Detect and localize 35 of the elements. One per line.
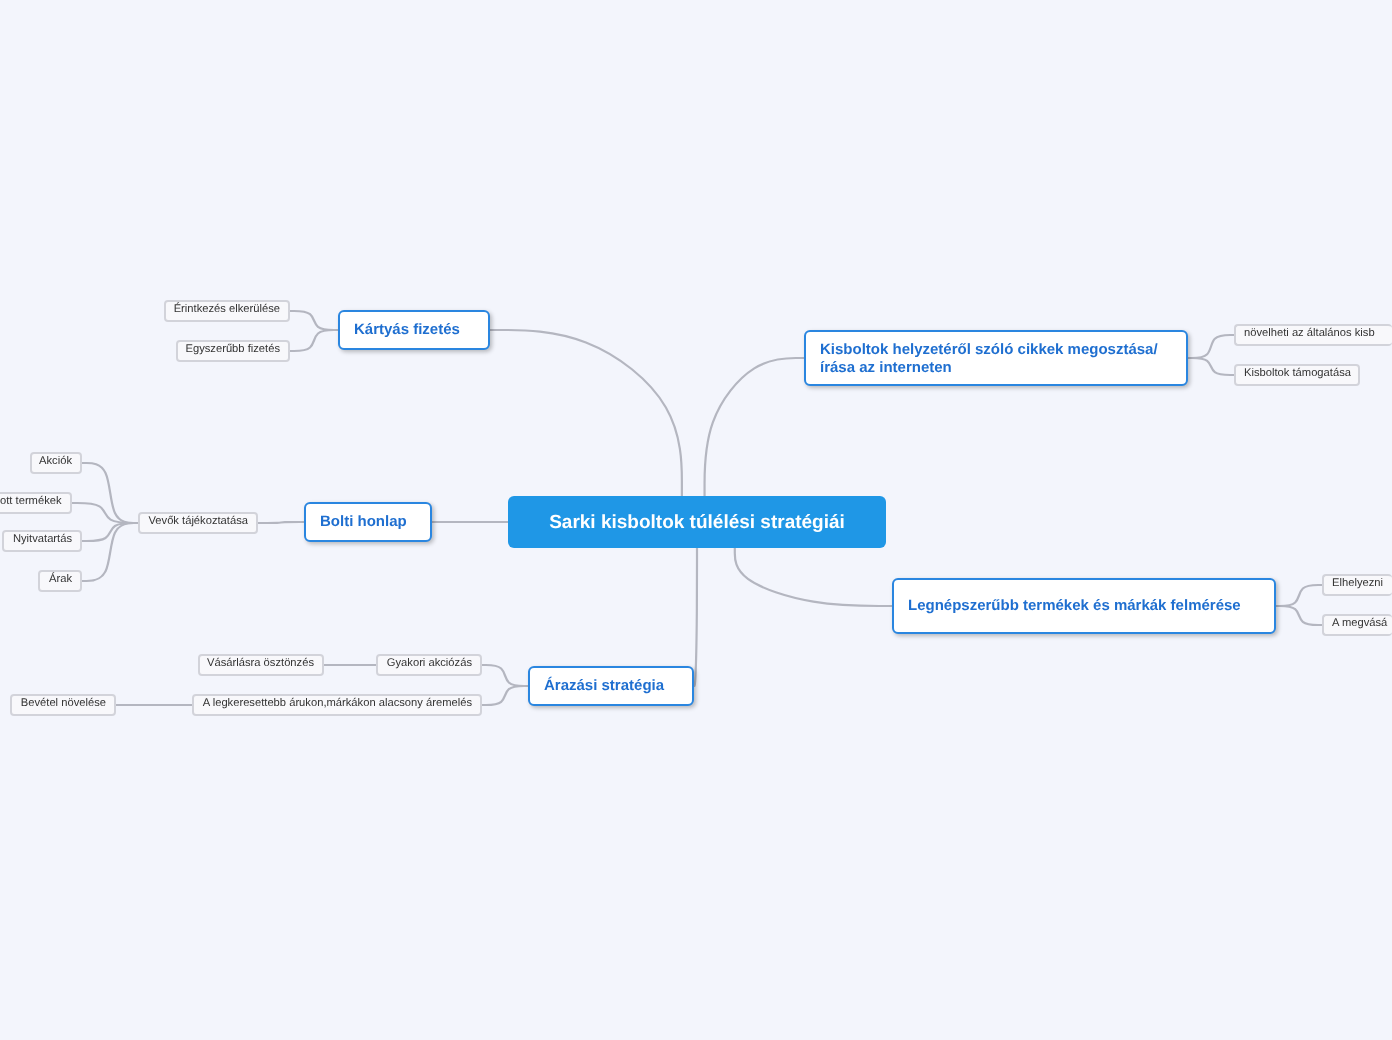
subtopic-box (38, 570, 82, 592)
connector-line (82, 521, 139, 583)
connector-line (324, 663, 377, 667)
connector-line (258, 520, 304, 525)
subtopic-box (163, 300, 290, 322)
subtopic-box (2, 530, 82, 552)
connector-line (490, 328, 683, 496)
subtopic-box (1322, 574, 1392, 596)
subtopic-box (197, 654, 324, 676)
connector-line (1188, 356, 1234, 377)
subtopic-box (0, 492, 72, 514)
subtopic-box (376, 654, 482, 676)
connector-line (432, 520, 508, 524)
connector-line (692, 548, 699, 688)
subtopic-box (175, 340, 290, 362)
topic-box (804, 330, 1188, 386)
topic-box (892, 578, 1276, 634)
subtopic-box (138, 512, 258, 534)
subtopic-box (29, 452, 82, 474)
subtopic-box (1234, 324, 1392, 346)
connector-line (290, 328, 338, 353)
subtopic-box (1234, 364, 1361, 386)
topic-box (304, 502, 432, 542)
connector-line (1276, 604, 1322, 627)
connector-line (733, 548, 892, 608)
topic-box (528, 666, 694, 706)
topic-box (338, 310, 490, 350)
central-topic-box (508, 496, 886, 548)
connector-line (116, 703, 193, 707)
subtopic-box (1322, 614, 1392, 636)
subtopic-box (192, 694, 482, 716)
connector-line (703, 356, 804, 496)
connector-line (482, 684, 528, 707)
topic-text: Sarki kisboltok túlélési stratégiái (549, 511, 845, 533)
subtopic-box (10, 694, 116, 716)
